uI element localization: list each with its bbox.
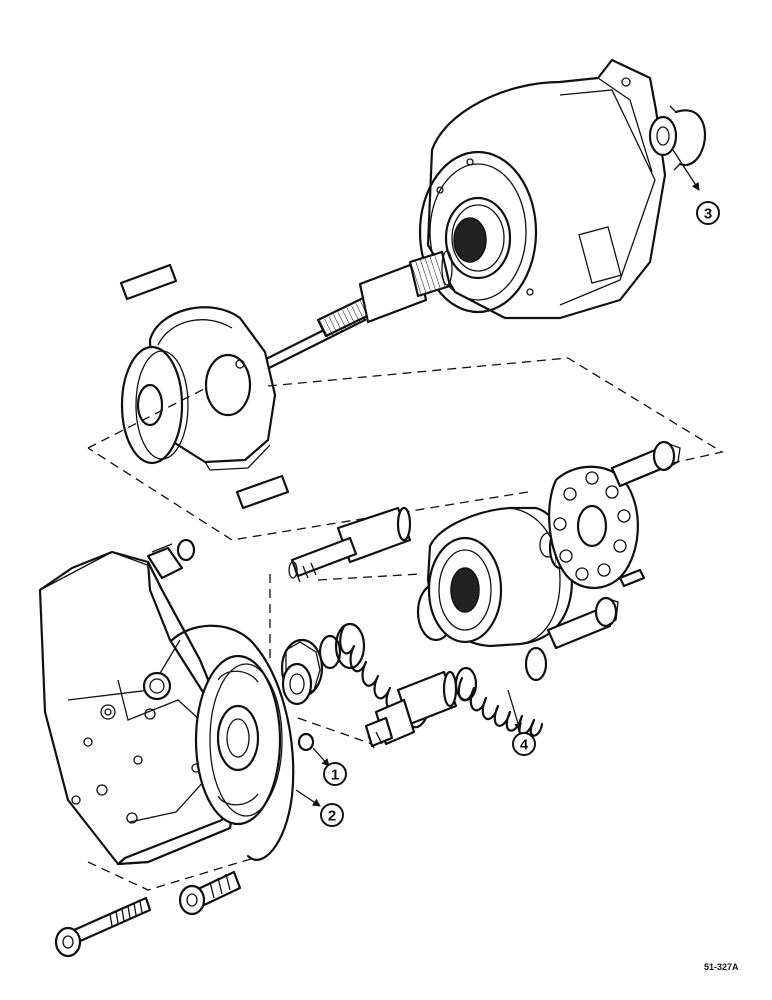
gasket	[170, 624, 295, 861]
secondary-spring	[454, 646, 548, 737]
shaft-key	[119, 263, 178, 301]
dashed-assembly-outline	[87, 357, 724, 541]
leader-line-2	[295, 789, 321, 807]
callout-3: 3	[696, 201, 720, 225]
long-cap-screw	[54, 896, 152, 958]
retainer-plate	[548, 465, 639, 590]
control-pin	[546, 596, 619, 650]
cover-port-fitting	[142, 671, 172, 701]
plate-pin	[618, 568, 646, 588]
swashplate-pin	[235, 474, 290, 510]
drive-shaft	[246, 250, 453, 378]
housing-bearing	[444, 196, 512, 280]
callout-2-label: 2	[328, 808, 336, 825]
valve-plate	[194, 654, 283, 826]
leader-line-1	[312, 747, 330, 767]
leader-line-4	[507, 689, 522, 731]
callout-1-label: 1	[331, 767, 339, 784]
callout-4: 4	[512, 732, 536, 756]
spring-retainer-nut	[280, 638, 324, 706]
small-o-ring-top	[176, 538, 196, 562]
reference-code: 51-327A	[704, 962, 739, 972]
dashed-guide-lines	[87, 573, 421, 891]
leader-line-3	[672, 149, 700, 191]
adjusting-plug	[364, 670, 458, 749]
callout-1: 1	[323, 762, 347, 786]
pump-housing	[418, 58, 667, 320]
retaining-ring	[318, 634, 342, 670]
thrust-washer	[120, 345, 189, 465]
short-cap-screw	[178, 870, 242, 916]
seal-washer	[648, 115, 678, 157]
small-o-ring	[297, 732, 315, 752]
callout-3-label: 3	[704, 206, 712, 223]
servo-piston	[288, 506, 412, 583]
callout-4-label: 4	[520, 737, 529, 754]
cover-top-fitting	[146, 543, 184, 580]
callout-2: 2	[320, 803, 344, 827]
retaining-snap-ring	[669, 105, 706, 171]
guide-pin-top-right	[610, 440, 681, 488]
cylinder-block	[426, 506, 574, 648]
